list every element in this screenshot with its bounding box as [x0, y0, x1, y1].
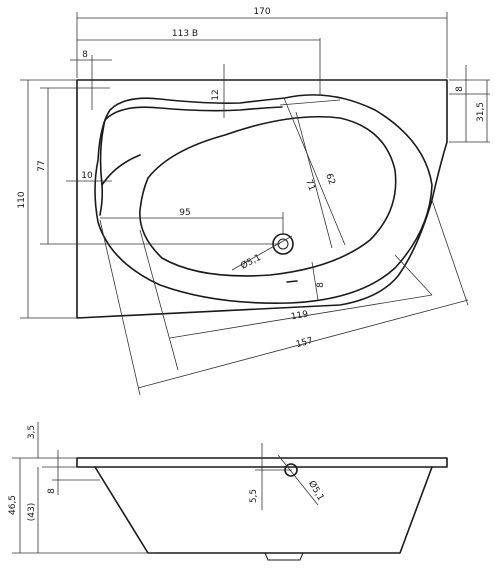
dim-inner-height: (43) — [27, 503, 37, 521]
tub-rim-contour — [94, 94, 433, 304]
dim-drain-diameter: Ø5,1 — [239, 252, 263, 272]
tub-feet — [264, 552, 304, 561]
headrest-curve — [101, 154, 141, 186]
dim-overflow-5-5: 5,5 — [249, 489, 259, 503]
dim-right-rim: 8 — [455, 86, 465, 92]
dim-width-b: 113 B — [172, 29, 198, 39]
inner-basin-contour — [139, 115, 397, 277]
dim-basin-62: 62 — [323, 172, 336, 186]
dim-right-height: 31,5 — [476, 102, 486, 122]
dim-rim-8: 8 — [47, 488, 57, 494]
dim-side-10: 10 — [81, 171, 93, 181]
top-view: 170 113 B 8 12 8 31,5 77 110 10 — [17, 7, 490, 396]
tub-rim-side — [76, 457, 448, 468]
dim-height-77: 77 — [37, 160, 47, 171]
overflow-mark — [286, 280, 298, 283]
dim-overall-height: 110 — [17, 191, 27, 208]
side-view: Ø5,1 5,5 46,5 (43) 3,5 8 — [8, 422, 448, 561]
dim-rim-3-5: 3,5 — [27, 425, 37, 439]
dim-rim-left: 8 — [82, 50, 88, 60]
tub-body-side — [94, 466, 433, 554]
dim-overflow-diameter: Ø5,1 — [306, 479, 326, 503]
dim-basin-71: 71 — [303, 178, 316, 192]
dim-rim-top: 12 — [211, 89, 221, 100]
dim-drain-95: 95 — [179, 208, 190, 218]
dim-overall-width: 170 — [253, 7, 270, 17]
dim-drain-rim: 8 — [316, 282, 326, 288]
tub-outer-contour — [76, 79, 448, 319]
dim-basin-119: 119 — [290, 310, 309, 323]
dim-outer-157: 157 — [295, 336, 314, 350]
headrest-inner-line — [104, 106, 283, 121]
dim-total-height: 46,5 — [8, 495, 18, 515]
